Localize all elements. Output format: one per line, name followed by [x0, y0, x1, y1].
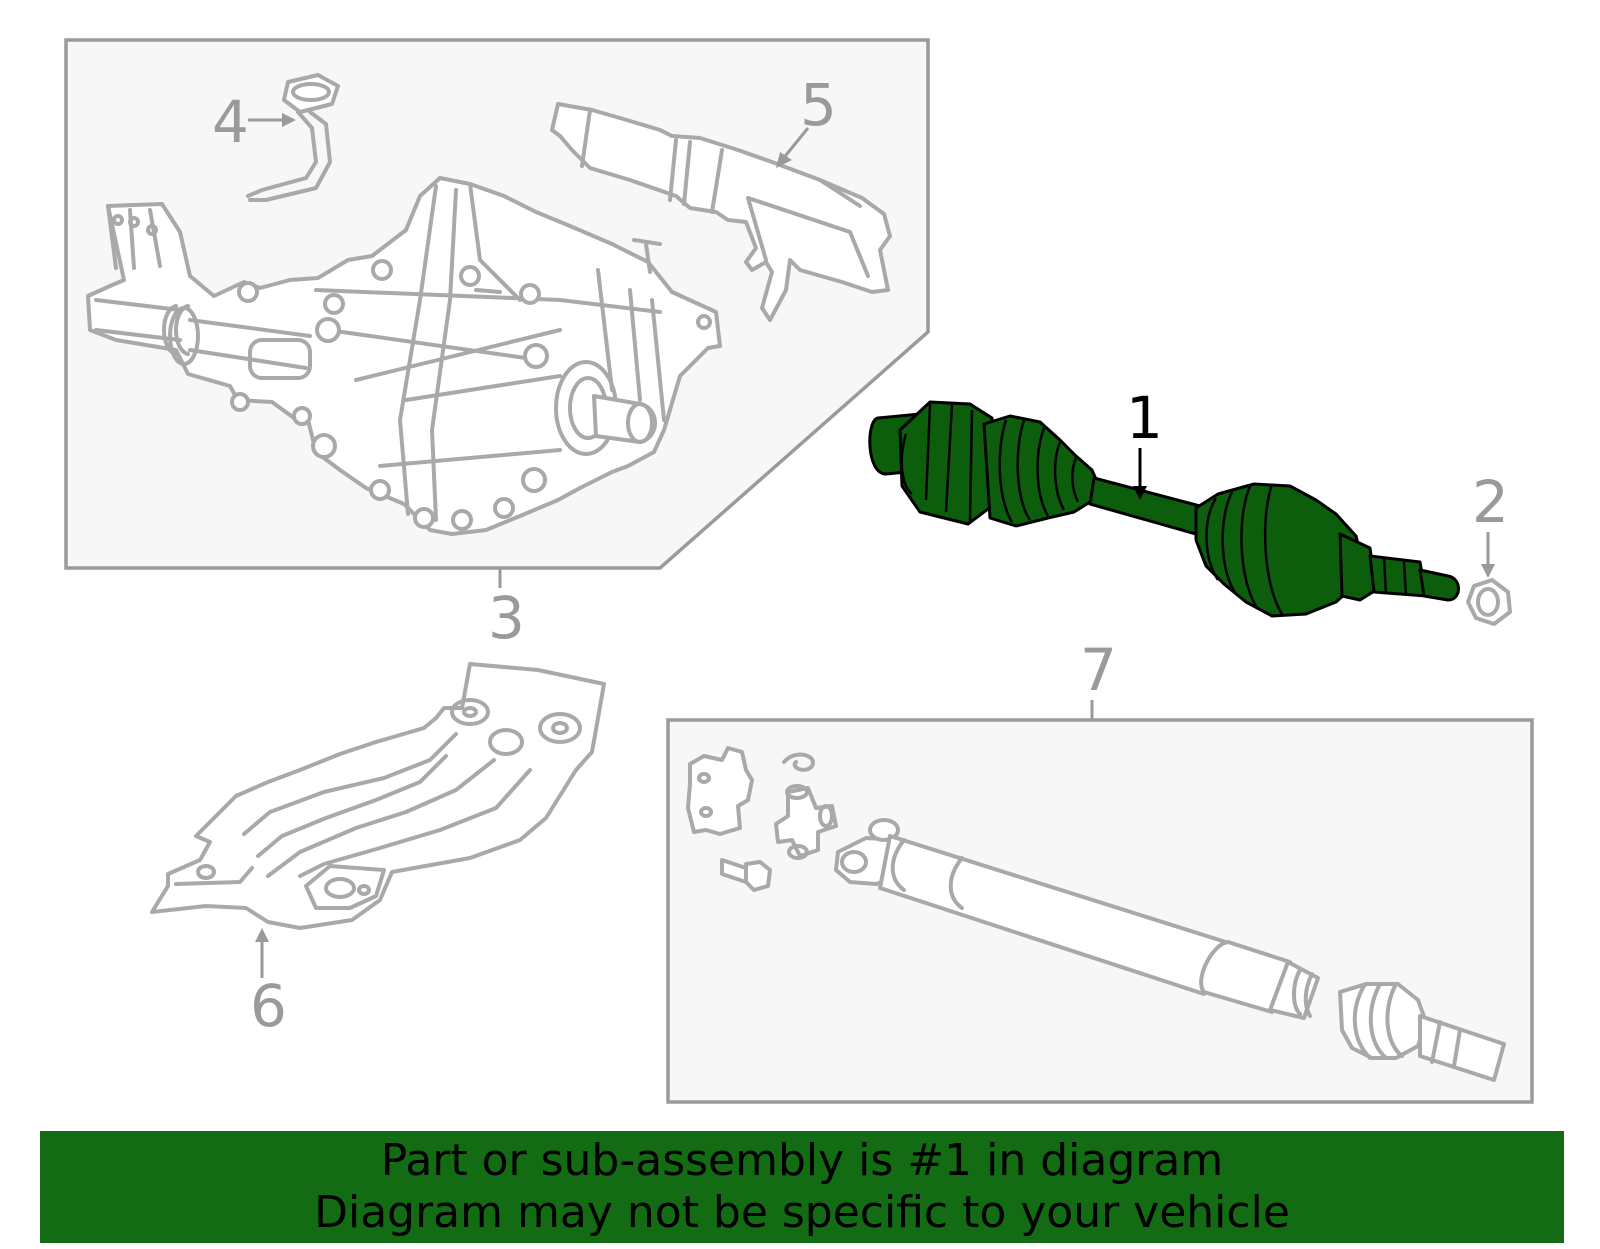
- callout-3[interactable]: 3: [488, 584, 525, 652]
- arrowhead-5: [776, 152, 792, 168]
- arrowhead-1: [1133, 486, 1147, 500]
- arrowhead-6: [255, 928, 269, 942]
- group-7-drive-shaft[interactable]: [666, 718, 1534, 1104]
- part-5-actuator[interactable]: [550, 102, 892, 322]
- part-1-half-shaft[interactable]: [868, 400, 1460, 618]
- bolt-heads: [230, 259, 712, 531]
- callout-4[interactable]: 4: [212, 88, 249, 156]
- part-7-u-joint: [774, 784, 838, 860]
- banner-line-1: Part or sub-assembly is #1 in diagram: [380, 1135, 1224, 1186]
- callout-7[interactable]: 7: [1080, 636, 1117, 704]
- callout-1[interactable]: 1: [1126, 384, 1163, 452]
- callout-6[interactable]: 6: [250, 972, 287, 1040]
- info-banner: Part or sub-assembly is #1 in diagram Di…: [40, 1131, 1564, 1243]
- part-7-bracket: [686, 746, 754, 836]
- callout-2[interactable]: 2: [1472, 468, 1509, 536]
- arrowhead-4: [282, 113, 296, 127]
- part-3-differential-housing[interactable]: [86, 176, 722, 536]
- part-7-shaft: [834, 818, 1506, 1082]
- callout-5[interactable]: 5: [800, 71, 837, 139]
- group-3-differential[interactable]: [64, 38, 930, 570]
- leader-5: [780, 127, 810, 161]
- arrowhead-2: [1481, 564, 1495, 578]
- part-6-heat-shield[interactable]: [150, 662, 606, 930]
- banner-line-2: Diagram may not be specific to your vehi…: [314, 1187, 1290, 1238]
- part-7-bolt: [720, 858, 772, 892]
- part-4-vent-tube[interactable]: [246, 73, 340, 202]
- part-2-nut[interactable]: [1466, 578, 1512, 626]
- part-7-clip: [782, 752, 815, 772]
